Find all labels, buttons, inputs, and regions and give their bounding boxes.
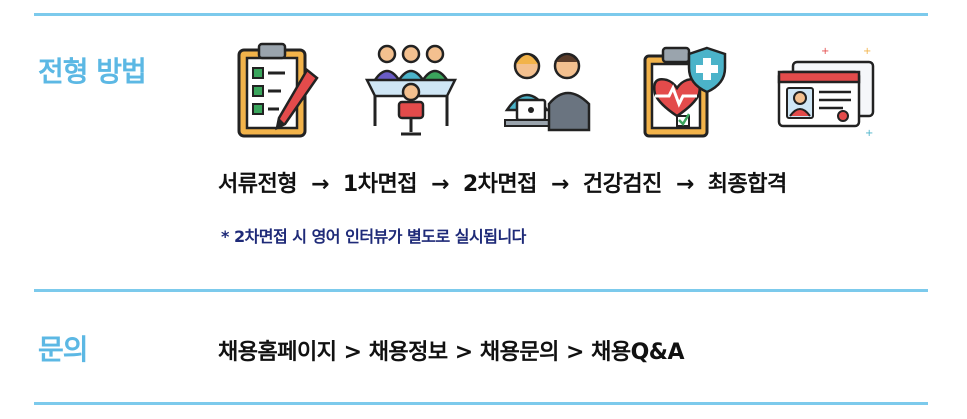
video-interview-icon [501,40,597,142]
clipboard-checklist-icon [233,40,321,142]
step-first-interview: 1차면접 [342,172,418,197]
interview-panel-icon [361,40,461,142]
bottom-divider [34,402,928,405]
section-title-selection-process: 전형 방법 [38,55,147,88]
arrow-icon: → [310,172,329,197]
inquiry-navigation-path: 채용홈페이지 > 채용정보 > 채용문의 > 채용Q&A [218,340,685,365]
health-checkup-icon [637,40,733,142]
step-final-acceptance: 최종합격 [707,172,787,197]
process-steps: 서류전형 → 1차면접 → 2차면접 → 건강검진 → 최종합격 [218,166,787,198]
arrow-icon: → [550,172,569,197]
section-title-inquiry: 문의 [38,333,89,366]
svg-text:+: + [865,128,873,139]
interview-note: * 2차면접 시 영어 인터뷰가 별도로 실시됩니다 [221,227,526,246]
top-divider [34,13,928,16]
middle-divider [34,289,928,292]
step-health-checkup: 건강검진 [582,172,662,197]
step-second-interview: 2차면접 [462,172,538,197]
step-document-screening: 서류전형 [218,172,297,197]
arrow-icon: → [430,172,449,197]
arrow-icon: → [675,172,694,197]
svg-text:+: + [821,46,829,57]
svg-text:+: + [863,46,871,57]
id-card-icon: + + + [773,40,877,142]
